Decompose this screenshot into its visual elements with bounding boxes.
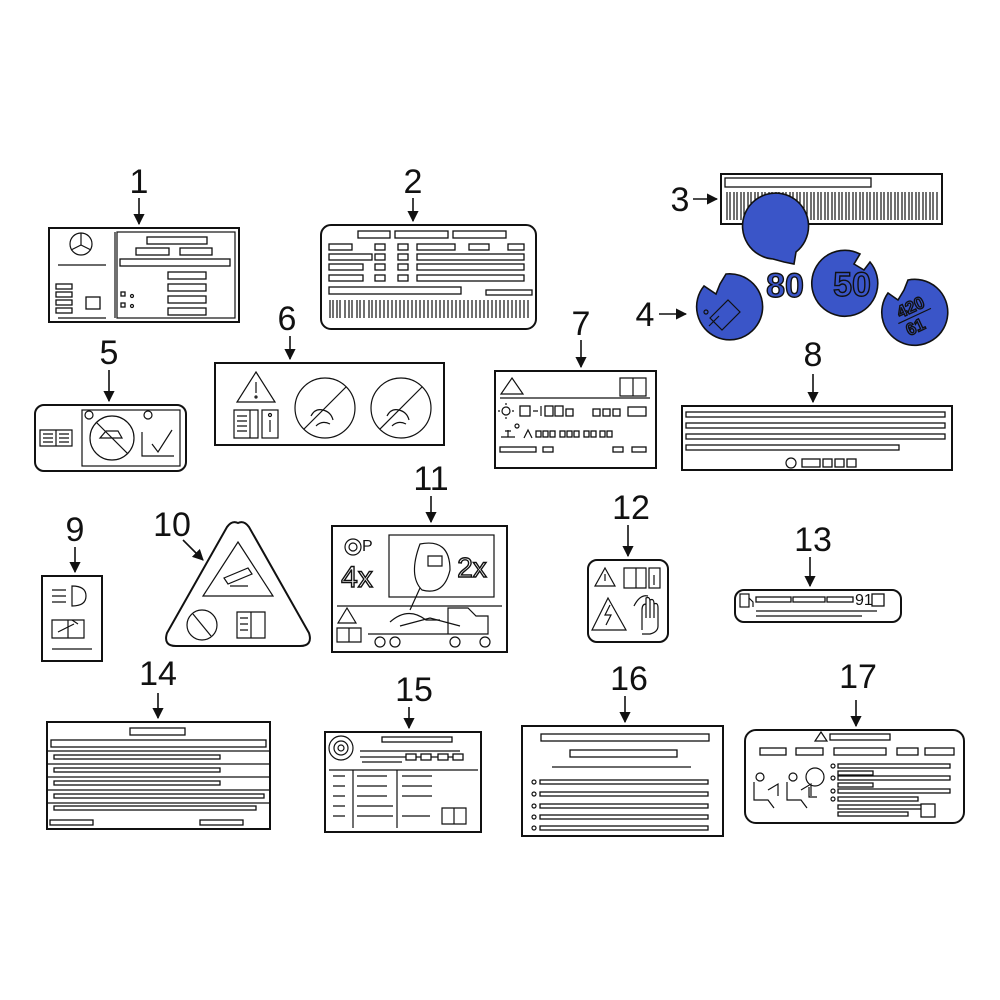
label-5 — [34, 404, 187, 472]
svg-text:P: P — [362, 538, 373, 555]
callout-2: 2 — [404, 163, 423, 201]
label13-text: 91 — [855, 592, 873, 609]
manual-book-icon — [236, 611, 266, 639]
seat-person-icon — [753, 767, 825, 809]
label-11: P 4x 2x — [331, 525, 508, 653]
label-16 — [521, 725, 724, 837]
callout-8: 8 — [804, 336, 823, 374]
manual-book-icon — [623, 567, 647, 589]
info-icon — [648, 567, 661, 589]
label-4: 80 50 420 61 — [695, 192, 949, 347]
callout-5: 5 — [100, 334, 119, 372]
callout-7: 7 — [572, 305, 591, 343]
headlamp-icon — [52, 585, 87, 607]
label-13: 91 — [734, 589, 902, 623]
label-9 — [41, 575, 103, 662]
tire-icon — [328, 735, 354, 761]
callout-15: 15 — [395, 671, 433, 709]
label-8 — [681, 405, 953, 471]
label-17 — [744, 729, 965, 824]
no-symbol-icon — [89, 415, 135, 461]
callout-10: 10 — [153, 506, 191, 544]
callout-11: 11 — [413, 460, 448, 498]
label-12 — [587, 559, 669, 643]
label-14 — [46, 721, 271, 830]
count-2x: 2x — [457, 552, 487, 583]
warning-triangle-icon — [336, 606, 358, 624]
count-4x: 4x — [341, 561, 373, 594]
callout-1: 1 — [130, 163, 149, 201]
label-1 — [48, 227, 240, 323]
manual-book-icon — [233, 409, 259, 439]
warning-triangle-icon — [813, 730, 829, 742]
callout-9: 9 — [66, 511, 85, 549]
no-symbol-icon — [186, 609, 218, 641]
speed-50-text: 50 — [833, 266, 871, 304]
callout-14: 14 — [139, 655, 177, 693]
label-7 — [494, 370, 657, 469]
disc-speed-50: 50 — [811, 249, 879, 318]
manual-book-icon — [336, 627, 362, 643]
manual-book-icon — [703, 299, 741, 331]
callout-12: 12 — [612, 489, 650, 527]
label-2 — [320, 224, 537, 330]
speed-80-text: 80 — [766, 267, 804, 305]
lightning-icon — [591, 596, 628, 631]
label-15 — [324, 731, 482, 833]
hand-icon — [633, 595, 659, 635]
warning-triangle-icon — [593, 566, 617, 587]
manual-book-icon — [619, 377, 647, 397]
warning-triangle-icon — [235, 370, 277, 403]
disc-speed-80: 80 — [741, 192, 810, 306]
tire-icon: P — [344, 538, 373, 556]
callout-16: 16 — [610, 660, 648, 698]
callout-3: 3 — [671, 181, 690, 219]
star-logo-icon — [69, 232, 93, 256]
callout-4: 4 — [636, 296, 655, 334]
callout-6: 6 — [278, 300, 297, 338]
manual-book-icon — [39, 429, 73, 447]
info-icon — [261, 409, 279, 439]
disc-icon-1 — [695, 273, 764, 341]
manual-book-icon — [441, 807, 467, 825]
arrow-10 — [182, 539, 204, 561]
callout-13: 13 — [794, 521, 832, 559]
label-6 — [214, 362, 445, 446]
warning-triangle-icon — [499, 376, 525, 395]
callout-17: 17 — [839, 658, 877, 696]
no-symbol-icon — [294, 377, 356, 439]
wrench-icon — [51, 619, 85, 639]
label-10 — [165, 521, 311, 647]
fuel-pump-icon — [739, 593, 754, 608]
disc-tire-pressure: 420 61 — [881, 278, 949, 347]
no-symbol-icon — [370, 377, 432, 439]
